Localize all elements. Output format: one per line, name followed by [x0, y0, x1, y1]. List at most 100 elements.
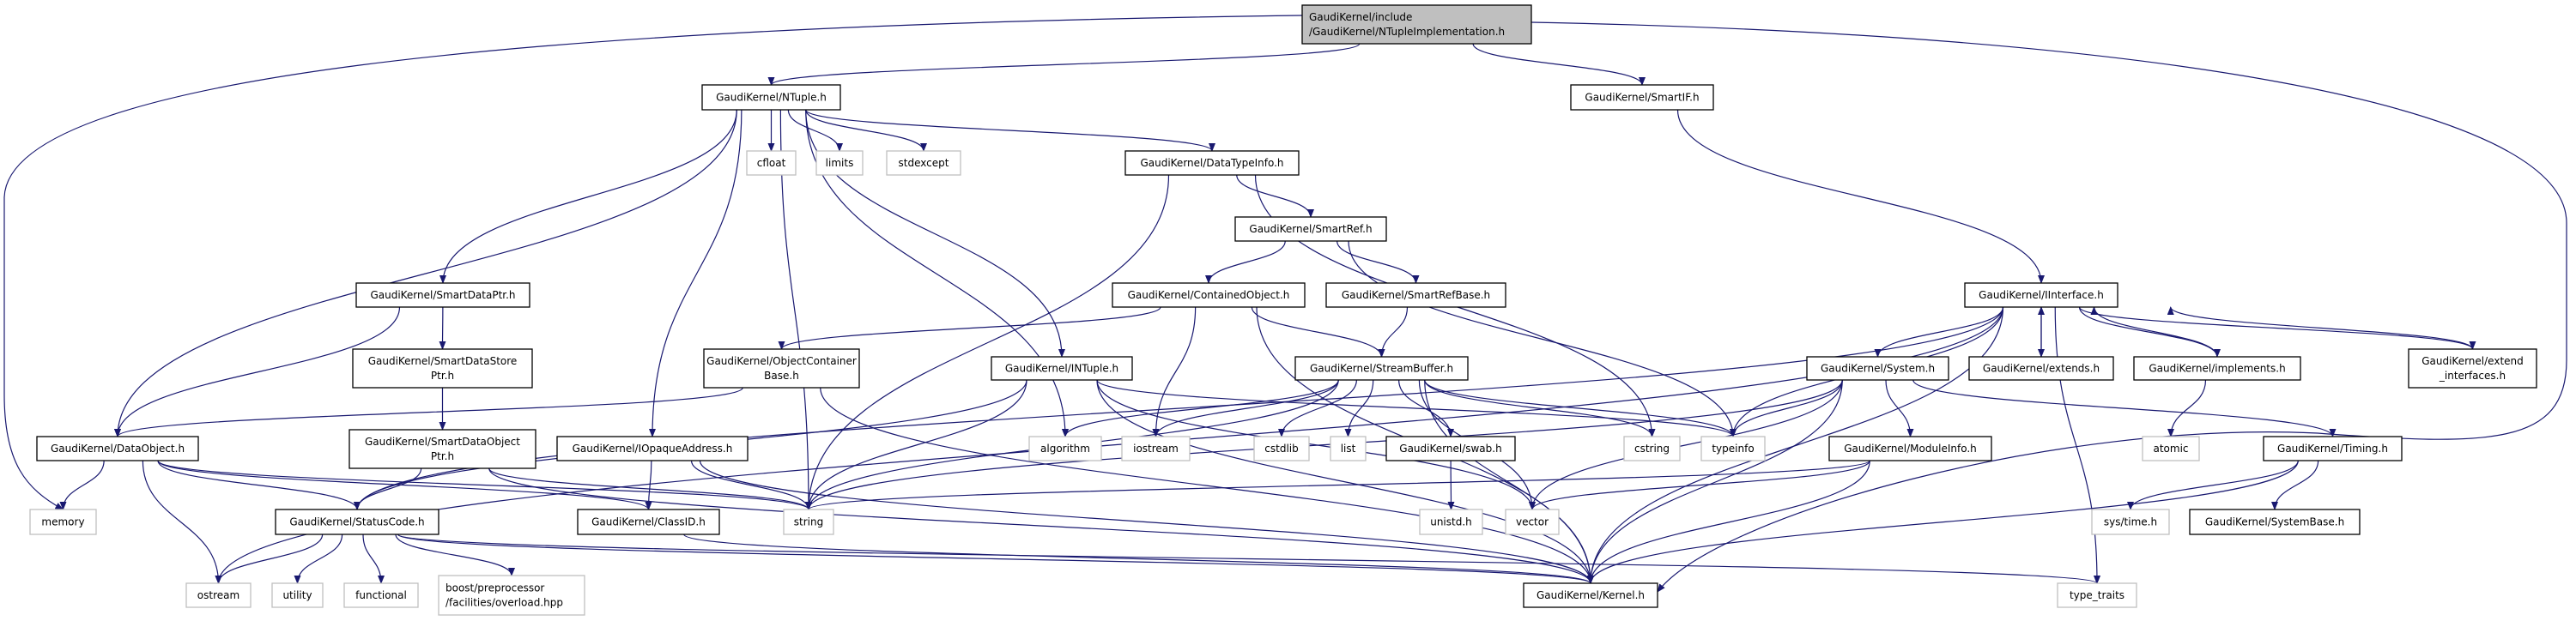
edge-smartif-to-iinterface: [1676, 109, 2045, 284]
node-label: GaudiKernel/System.h: [1821, 363, 1935, 375]
node-cstring[interactable]: cstring: [1623, 436, 1681, 461]
node-type_traits[interactable]: type_traits: [2057, 582, 2137, 608]
node-box: [1964, 282, 2118, 308]
node-box: [1234, 216, 1387, 242]
node-intuple[interactable]: GaudiKernel/INTuple.h: [991, 356, 1133, 381]
node-box: [1385, 436, 1516, 461]
node-dataobject[interactable]: GaudiKernel/DataObject.h: [36, 436, 199, 461]
node-iostream[interactable]: iostream: [1121, 436, 1191, 461]
edge-iopaqueaddress-to-string: [690, 460, 812, 510]
node-ostream[interactable]: ostream: [185, 582, 252, 608]
edge-iinterface-to-type_traits: [2054, 306, 2100, 584]
edge-intuple-to-kernel: [1096, 379, 1594, 584]
node-limits[interactable]: limits: [815, 150, 864, 176]
node-box: [577, 509, 720, 535]
node-streambuffer[interactable]: GaudiKernel/StreamBuffer.h: [1294, 356, 1469, 381]
edge-root-to-memory: [3, 15, 1303, 510]
node-box: [1806, 356, 1949, 381]
edge-system-to-moduleinfo: [1885, 379, 1914, 437]
node-unistd[interactable]: unistd.h: [1419, 509, 1483, 535]
node-timing[interactable]: GaudiKernel/Timing.h: [2263, 436, 2403, 461]
node-label: GaudiKernel/SmartRefBase.h: [1342, 289, 1490, 301]
node-boost[interactable]: boost/preprocessor/facilities/overload.h…: [438, 575, 585, 616]
edge-containedobject-to-streambuffer: [1251, 306, 1385, 358]
node-iopaqueaddress[interactable]: GaudiKernel/IOpaqueAddress.h: [556, 436, 749, 461]
node-system[interactable]: GaudiKernel/System.h: [1806, 356, 1949, 381]
node-containedobject[interactable]: GaudiKernel/ContainedObject.h: [1112, 282, 1306, 308]
edge-smartdataobjectptr-to-kernel: [488, 467, 1594, 584]
node-typeinfo[interactable]: typeinfo: [1700, 436, 1766, 461]
node-box: [1505, 509, 1560, 535]
node-smartdataptr[interactable]: GaudiKernel/SmartDataPtr.h: [355, 282, 530, 308]
node-iinterface[interactable]: GaudiKernel/IInterface.h: [1964, 282, 2118, 308]
edge-ntuple-to-smartdataptr: [439, 109, 737, 284]
edge-ntuple-to-limits: [787, 109, 843, 152]
node-stdexcept[interactable]: stdexcept: [886, 150, 961, 176]
edge-datatypeinfo-to-string: [805, 174, 1170, 510]
node-moduleinfo[interactable]: GaudiKernel/ModuleInfo.h: [1828, 436, 1992, 461]
node-datatypeinfo[interactable]: GaudiKernel/DataTypeInfo.h: [1124, 150, 1300, 176]
node-label: GaudiKernel/SmartDataPtr.h: [370, 289, 515, 301]
node-box: [2057, 582, 2137, 608]
node-root[interactable]: GaudiKernel/include/GaudiKernel/NTupleIm…: [1301, 4, 1532, 45]
node-box: [1419, 509, 1483, 535]
edge-iopaqueaddress-to-classid: [645, 460, 652, 510]
node-box: [1570, 84, 1714, 111]
edge-implements-to-iinterface: [2090, 306, 2218, 358]
node-string[interactable]: string: [783, 509, 834, 535]
node-ntuple[interactable]: GaudiKernel/NTuple.h: [701, 84, 841, 111]
edge-classid-to-kernel: [683, 534, 1594, 584]
node-box: [2142, 436, 2200, 461]
edge-root-to-kernel: [1530, 21, 2567, 593]
node-extends[interactable]: GaudiKernel/extends.h: [1968, 356, 2114, 381]
node-label: boost/preprocessor: [445, 582, 544, 594]
node-systime[interactable]: sys/time.h: [2091, 509, 2170, 535]
node-smartref[interactable]: GaudiKernel/SmartRef.h: [1234, 216, 1387, 242]
node-classid[interactable]: GaudiKernel/ClassID.h: [577, 509, 720, 535]
node-vector[interactable]: vector: [1505, 509, 1560, 535]
edge-smartdataobjectptr-to-string: [488, 467, 812, 510]
node-utility[interactable]: utility: [271, 582, 324, 608]
edge-timing-to-systime: [2127, 460, 2299, 510]
node-implements[interactable]: GaudiKernel/implements.h: [2133, 356, 2301, 381]
edge-smartrefbase-to-streambuffer: [1378, 306, 1409, 358]
edge-dataobject-to-string: [157, 460, 812, 510]
node-box: [1301, 4, 1532, 45]
node-systembase[interactable]: GaudiKernel/SystemBase.h: [2189, 509, 2361, 535]
node-kernel[interactable]: GaudiKernel/Kernel.h: [1523, 582, 1658, 608]
edge-system-to-typeinfo: [1730, 379, 1843, 437]
edge-ntuple-to-iopaqueaddress: [649, 109, 742, 437]
node-atomic[interactable]: atomic: [2142, 436, 2200, 461]
node-box: [1124, 150, 1300, 176]
node-functional[interactable]: functional: [343, 582, 419, 608]
node-label: GaudiKernel/ContainedObject.h: [1128, 289, 1290, 301]
node-box: [2133, 356, 2301, 381]
node-list[interactable]: list: [1330, 436, 1367, 461]
node-box: [701, 84, 841, 111]
node-box: [1253, 436, 1310, 461]
node-smartrefbase[interactable]: GaudiKernel/SmartRefBase.h: [1325, 282, 1506, 308]
node-label: GaudiKernel/DataTypeInfo.h: [1140, 157, 1283, 169]
node-extend_interfaces[interactable]: GaudiKernel/extend_interfaces.h: [2408, 348, 2537, 389]
node-label: utility: [282, 589, 312, 601]
node-algorithm[interactable]: algorithm: [1028, 436, 1102, 461]
node-box: [1330, 436, 1367, 461]
node-smartif[interactable]: GaudiKernel/SmartIF.h: [1570, 84, 1714, 111]
node-label: GaudiKernel/IInterface.h: [1979, 289, 2104, 301]
node-box: [1968, 356, 2114, 381]
node-memory[interactable]: memory: [29, 509, 97, 535]
node-label: algorithm: [1040, 443, 1090, 455]
edge-streambuffer-to-iostream: [1152, 379, 1339, 437]
node-cstdlib[interactable]: cstdlib: [1253, 436, 1310, 461]
edge-intuple-to-string: [805, 379, 1027, 510]
edge-timing-to-systembase: [2271, 460, 2319, 510]
node-swab[interactable]: GaudiKernel/swab.h: [1385, 436, 1516, 461]
node-box: [1700, 436, 1766, 461]
node-cfloat[interactable]: cfloat: [746, 150, 797, 176]
node-statuscode[interactable]: GaudiKernel/StatusCode.h: [275, 509, 439, 535]
node-box: [783, 509, 834, 535]
